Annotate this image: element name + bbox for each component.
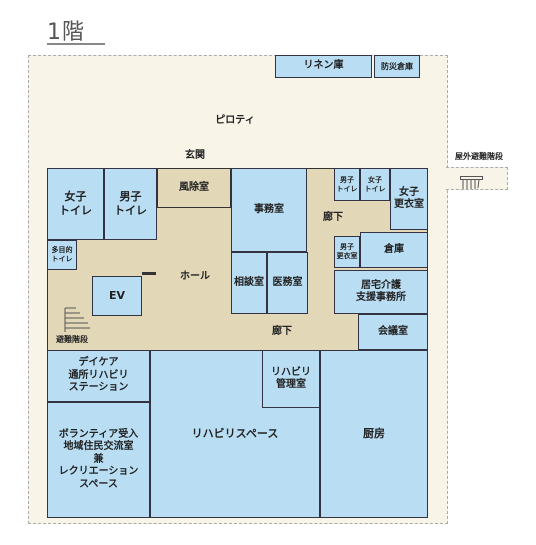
room-womens-toilet: 女子 トイレ bbox=[47, 168, 104, 240]
room-kitchen: 厨房 bbox=[320, 350, 428, 518]
room-mens-toilet: 男子 トイレ bbox=[104, 168, 157, 240]
room-consultation: 相談室 bbox=[231, 252, 267, 314]
room-ev: EV bbox=[92, 276, 142, 316]
floor-title: 1階 bbox=[47, 20, 85, 45]
corridor-upper-label: 廊下 bbox=[323, 212, 343, 223]
evac-stairs-label: 避難階段 bbox=[56, 335, 88, 344]
room-rehab-mgmt: リハビリ 管理室 bbox=[262, 350, 320, 408]
room-disaster-storage: 防災倉庫 bbox=[374, 55, 420, 78]
evac-stairs-icon bbox=[64, 307, 90, 332]
room-mens-toilet-small: 男子 トイレ bbox=[334, 168, 360, 201]
room-meeting: 会議室 bbox=[358, 314, 428, 350]
room-linen: リネン庫 bbox=[275, 55, 372, 78]
room-mens-changing: 男子 更衣室 bbox=[334, 236, 360, 268]
room-daycare: デイケア 通所リハビリ ステーション bbox=[47, 350, 150, 402]
hall-label: ホール bbox=[180, 271, 210, 282]
room-medical: 医務室 bbox=[267, 252, 308, 314]
room-windbreak: 風除室 bbox=[157, 168, 231, 208]
outdoor-stairs-label: 屋外避難階段 bbox=[455, 152, 503, 161]
piloti-label: ピロティ bbox=[215, 115, 255, 126]
outdoor-stairs-icon bbox=[460, 176, 483, 189]
room-office: 事務室 bbox=[231, 168, 307, 252]
room-volunteer: ボランティア受入 地域住民交流室 兼 レクリエーション スペース bbox=[47, 402, 150, 518]
ev-wall bbox=[142, 272, 156, 275]
room-womens-changing: 女子 更衣室 bbox=[390, 168, 428, 230]
room-multipurpose-toilet: 多目的 トイレ bbox=[47, 240, 77, 270]
outdoor-stairs-area bbox=[446, 167, 508, 190]
room-womens-toilet-small: 女子 トイレ bbox=[360, 168, 390, 201]
room-home-care: 居宅介護 支援事務所 bbox=[334, 270, 428, 314]
room-storage: 倉庫 bbox=[360, 232, 428, 268]
entrance-label: 玄関 bbox=[185, 150, 205, 161]
corridor-lower-label: 廊下 bbox=[272, 326, 292, 337]
floor-title-underline bbox=[47, 43, 105, 45]
